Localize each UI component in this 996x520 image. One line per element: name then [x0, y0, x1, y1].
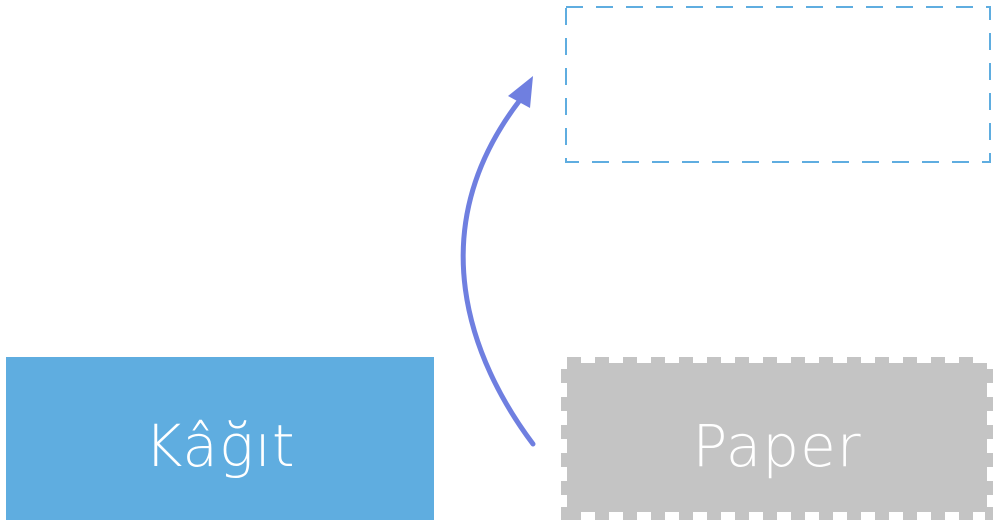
stamp-shape	[561, 357, 993, 520]
translation-word-label: Paper	[692, 411, 862, 480]
source-word-card[interactable]: Kâğıt	[6, 357, 434, 520]
source-word-label: Kâğıt	[144, 411, 296, 480]
dashed-border	[565, 6, 991, 163]
translation-word-card[interactable]: Paper	[561, 357, 993, 520]
empty-drop-target[interactable]	[565, 6, 991, 163]
